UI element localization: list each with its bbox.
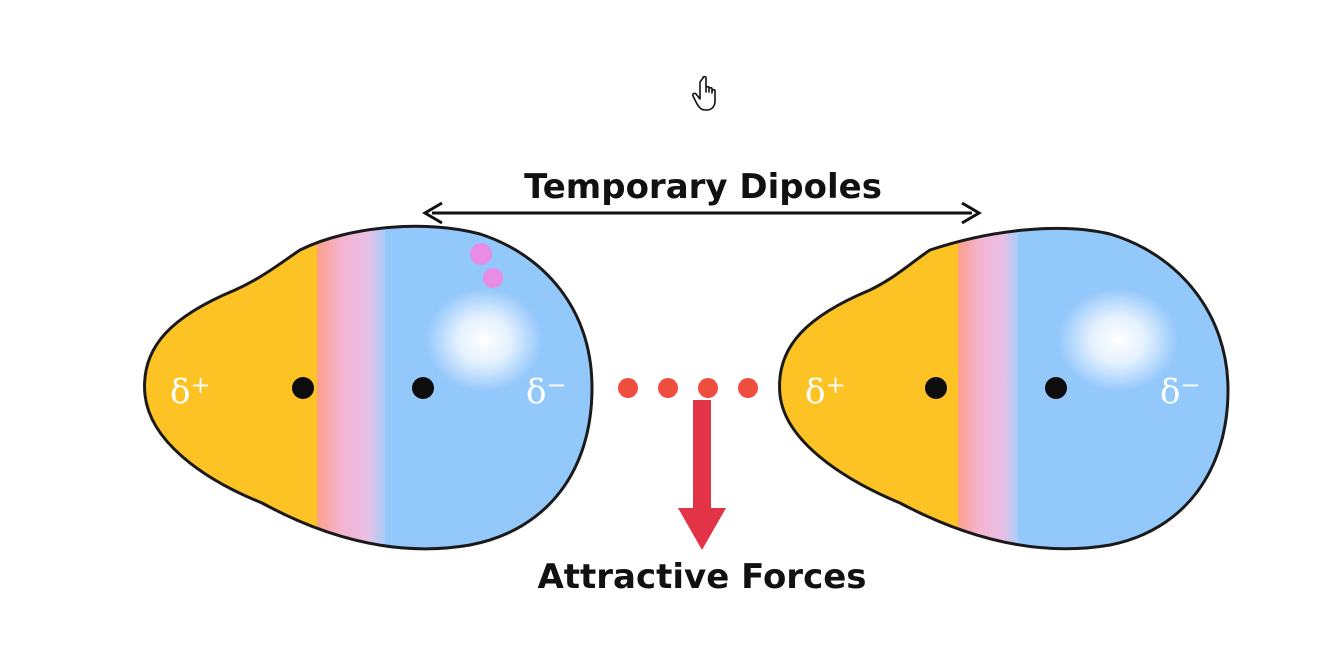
double-arrow [422,201,982,225]
delta-positive-label: δ+ [170,371,211,412]
delta-negative-label: δ− [1160,371,1201,412]
molecule-outline [778,226,1230,551]
electron [470,243,492,265]
interaction-dot [658,378,678,398]
electron-glow [426,288,542,392]
force-arrow [678,400,726,550]
diagram-title: Temporary Dipoles [524,167,882,207]
electron-glow [1058,288,1178,392]
attractive-forces-label: Attractive Forces [537,557,866,597]
transition-band [958,228,1020,549]
nucleus [925,377,947,399]
molecule-right: δ+ δ− [778,226,1230,551]
interaction-dot [698,378,718,398]
transition-band [317,226,387,549]
hand-pointer-icon [691,75,716,111]
electron [483,268,503,288]
nucleus [1045,377,1067,399]
delta-positive-label: δ+ [805,371,846,412]
molecule-outline [143,224,594,551]
interaction-dot [618,378,638,398]
interaction-dots [618,378,758,398]
molecule-left: δ+ δ− [143,224,594,551]
nucleus [292,377,314,399]
interaction-dot [738,378,758,398]
delta-negative-label: δ− [526,371,567,412]
nucleus [412,377,434,399]
